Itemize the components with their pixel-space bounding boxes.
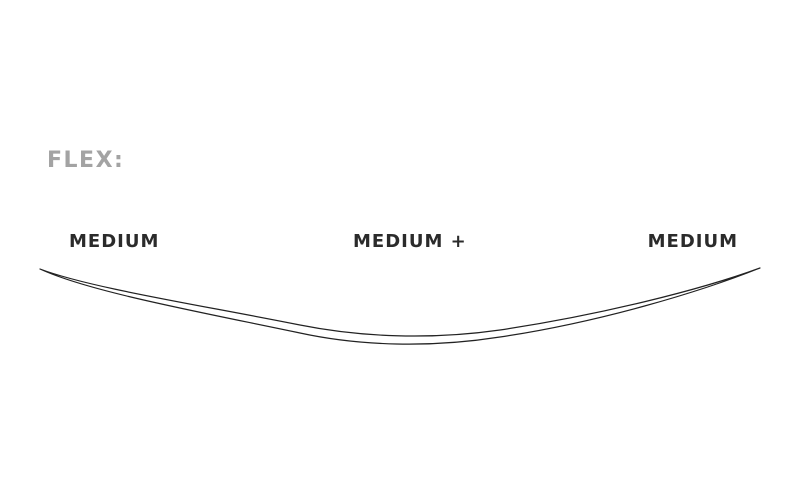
zone-label-center: MEDIUM + <box>353 231 467 252</box>
zone-label-tip: MEDIUM <box>69 231 160 252</box>
flex-heading: FLEX: <box>47 148 125 173</box>
zone-label-tail: MEDIUM <box>647 231 738 252</box>
board-profile-outline <box>39 267 761 345</box>
